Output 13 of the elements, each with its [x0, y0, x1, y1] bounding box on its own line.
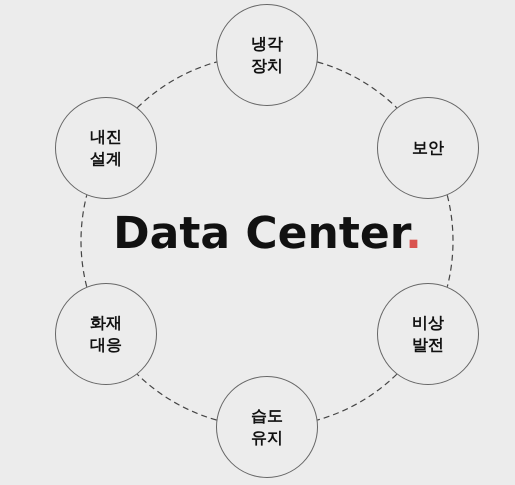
dashed-connector: [317, 61, 398, 108]
node-label: 습도 유지: [250, 405, 284, 449]
node-label: 내진 설계: [88, 126, 123, 170]
dashed-connector: [80, 195, 88, 287]
dashed-connector: [317, 374, 398, 421]
dashed-connector: [446, 195, 454, 287]
dashed-connector: [136, 374, 217, 421]
node-label: 보안: [411, 137, 446, 159]
node-label: 냉각 장치: [250, 33, 284, 77]
node-label: 화재 대응: [88, 312, 123, 356]
node-label: 비상 발전: [411, 312, 446, 356]
dashed-connector: [136, 61, 217, 108]
title: Data Center.: [112, 212, 423, 256]
